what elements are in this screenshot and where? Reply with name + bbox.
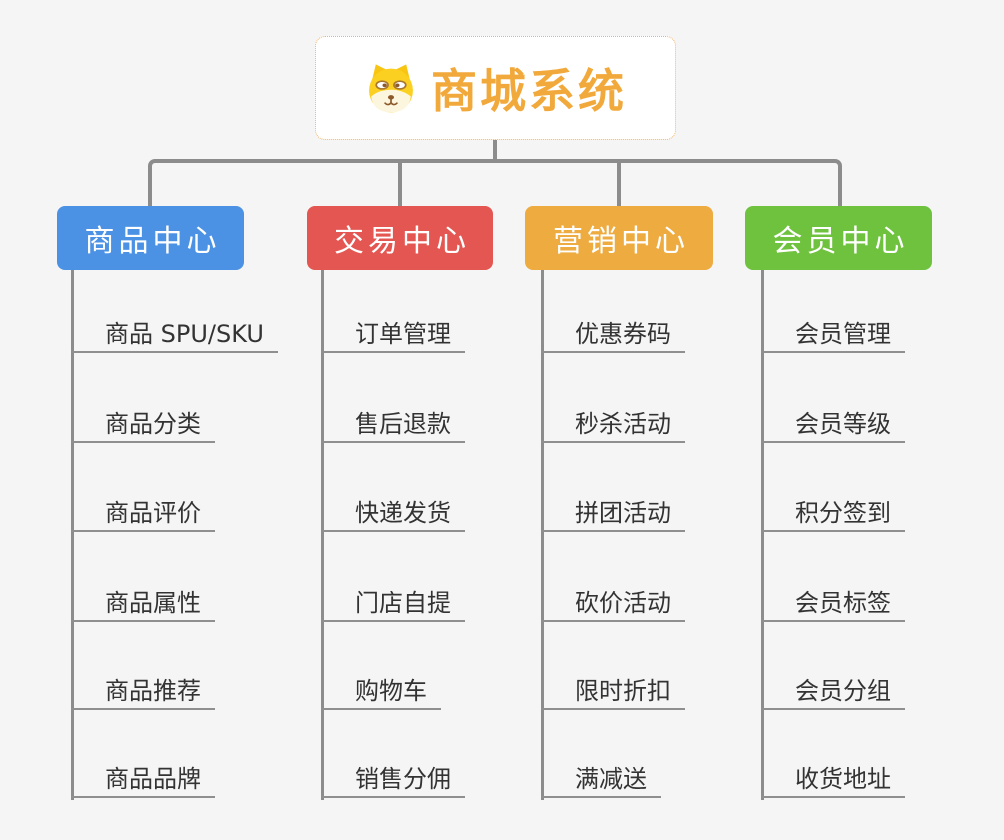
leaf-node-full-reduction[interactable]: 满减送 [541, 762, 661, 798]
drop-line-marketing [617, 162, 621, 206]
root-node-mall-system[interactable]: 商城系统 [315, 36, 676, 140]
trunk-line-trade [321, 270, 324, 800]
leaf-node-product-attribute[interactable]: 商品属性 [71, 586, 215, 622]
leaf-node-store-pickup[interactable]: 门店自提 [321, 586, 465, 622]
leaf-node-product-brand[interactable]: 商品品牌 [71, 762, 215, 798]
leaf-node-product-recommend[interactable]: 商品推荐 [71, 674, 215, 710]
leaf-node-product-review[interactable]: 商品评价 [71, 496, 215, 532]
trunk-line-marketing [541, 270, 544, 800]
leaf-node-bargain-activity[interactable]: 砍价活动 [541, 586, 685, 622]
leaf-node-aftersale-refund[interactable]: 售后退款 [321, 407, 465, 443]
shiba-dog-icon [369, 64, 413, 113]
root-title: 商城系统 [431, 64, 627, 118]
branch-node-marketing-center[interactable]: 营销中心 [525, 206, 713, 270]
trunk-line-product [71, 270, 74, 800]
leaf-node-member-groups[interactable]: 会员分组 [761, 674, 905, 710]
leaf-node-limited-time-discount[interactable]: 限时折扣 [541, 674, 685, 710]
trunk-line-member [761, 270, 764, 800]
branch-node-trade-center[interactable]: 交易中心 [307, 206, 493, 270]
leaf-node-group-buy[interactable]: 拼团活动 [541, 496, 685, 532]
branch-bus-line [148, 159, 842, 206]
leaf-node-order-management[interactable]: 订单管理 [321, 317, 465, 353]
drop-line-trade [398, 162, 402, 206]
leaf-node-shipping-address[interactable]: 收货地址 [761, 762, 905, 798]
root-stem-line [493, 140, 497, 161]
leaf-node-member-tags[interactable]: 会员标签 [761, 586, 905, 622]
leaf-node-points-checkin[interactable]: 积分签到 [761, 496, 905, 532]
leaf-node-express-delivery[interactable]: 快递发货 [321, 496, 465, 532]
leaf-node-product-category[interactable]: 商品分类 [71, 407, 215, 443]
leaf-node-member-management[interactable]: 会员管理 [761, 317, 905, 353]
branch-node-member-center[interactable]: 会员中心 [745, 206, 932, 270]
leaf-node-coupon-code[interactable]: 优惠券码 [541, 317, 685, 353]
leaf-node-member-level[interactable]: 会员等级 [761, 407, 905, 443]
branch-node-product-center[interactable]: 商品中心 [57, 206, 244, 270]
leaf-node-flash-sale[interactable]: 秒杀活动 [541, 407, 685, 443]
leaf-node-product-spu-sku[interactable]: 商品 SPU/SKU [71, 317, 278, 353]
leaf-node-sales-commission[interactable]: 销售分佣 [321, 762, 465, 798]
leaf-node-shopping-cart[interactable]: 购物车 [321, 674, 441, 710]
